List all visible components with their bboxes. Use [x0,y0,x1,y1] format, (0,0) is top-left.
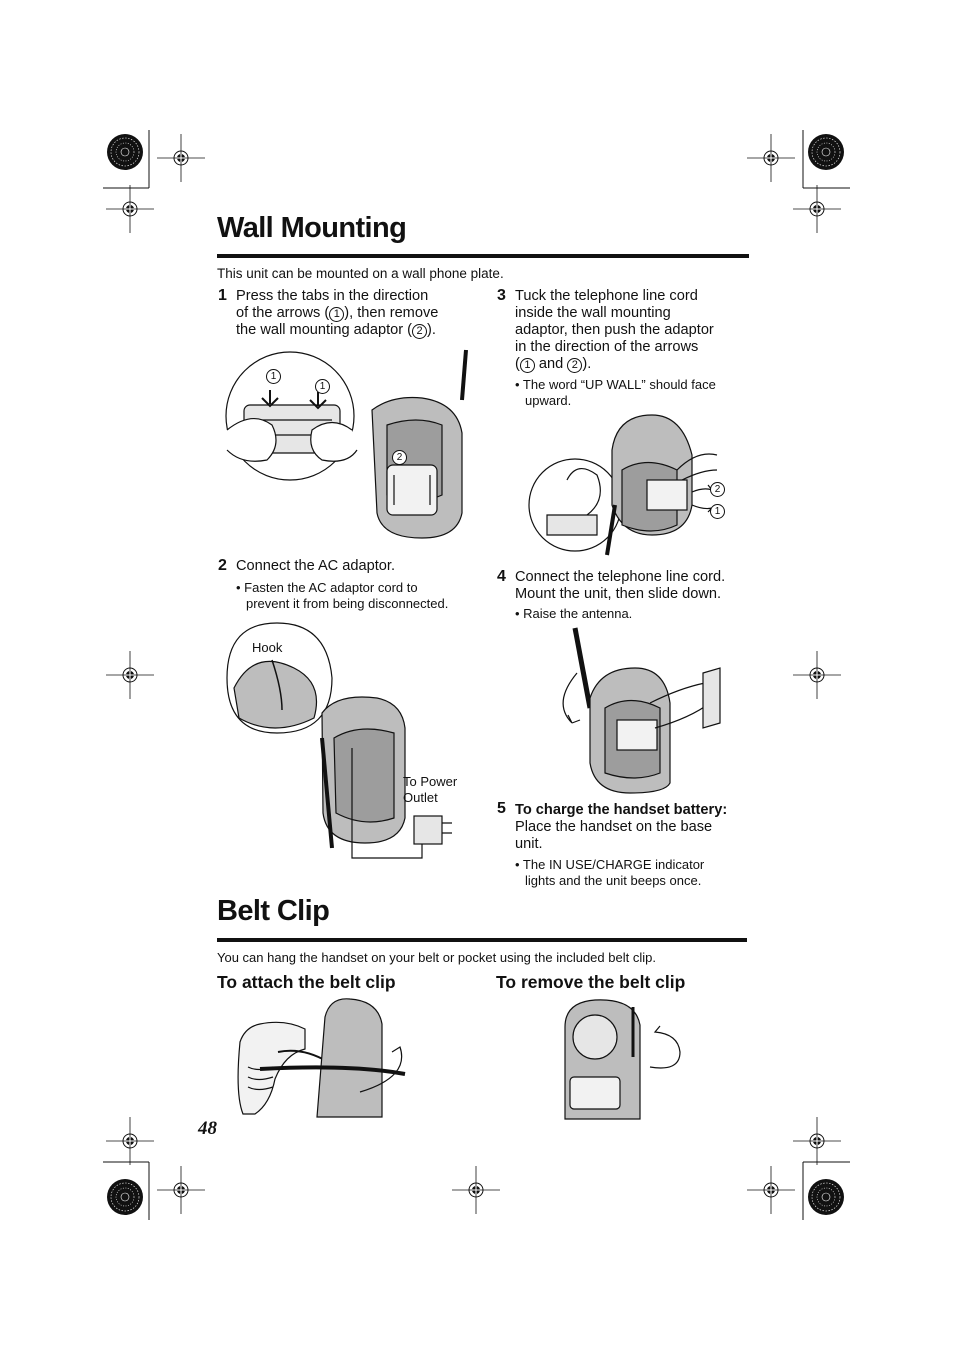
circled-number: 2 [567,358,583,373]
step-5-number: 5 [497,800,506,817]
step-2-text: Connect the AC adaptor. [236,558,396,574]
figure-attach-belt-clip [237,998,406,1118]
step-4-number: 4 [497,568,506,585]
circled-number: 2 [412,324,428,339]
figure-mount-unit [562,627,721,794]
remove-belt-clip-heading: To remove the belt clip [496,972,686,992]
step-1-text: Press the tabs in the direction of the a… [236,288,439,339]
belt-clip-title: Belt Clip [217,895,330,927]
fig3-callout-1: 1 [710,504,725,519]
step-3-text: Tuck the telephone line cord inside the … [515,288,714,373]
step-1-number: 1 [218,287,227,304]
step-4-bullet: • Raise the antenna. [515,606,633,621]
wall-mounting-title: Wall Mounting [217,212,407,244]
page-number: 48 [198,1118,217,1139]
figure-remove-belt-clip [564,999,681,1120]
wall-mounting-intro: This unit can be mounted on a wall phone… [217,266,504,281]
figure-tuck-cord [528,414,718,556]
power-outlet-label: To Power Outlet [403,774,458,805]
step-4-text: Connect the telephone line cord. Mount t… [515,569,726,602]
step-5-text: To charge the handset battery: Place the… [515,802,728,852]
step-3-number: 3 [497,287,506,304]
title-rule [217,254,749,258]
circled-number: 1 [519,358,535,373]
circled-number: 1 [329,307,345,322]
step-2-bullet: • Fasten the AC adaptor cord to prevent … [236,580,449,611]
fig1-callout-2: 2 [392,450,407,465]
step-5-bullet: • The IN USE/CHARGE indicator lights and… [515,857,705,888]
step-2-number: 2 [218,557,227,574]
fig3-callout-2: 2 [710,482,725,497]
step-3-bullet: • The word “UP WALL” should face upward. [515,377,716,408]
hook-label: Hook [252,640,283,655]
figure-ac-adaptor [226,622,452,859]
fig1-callout-1b: 1 [315,379,330,394]
title-rule [217,938,747,942]
belt-clip-intro: You can hang the handset on your belt or… [217,950,656,965]
fig1-callout-1a: 1 [266,369,281,384]
figure-remove-adaptor [225,349,468,539]
attach-belt-clip-heading: To attach the belt clip [217,972,396,992]
